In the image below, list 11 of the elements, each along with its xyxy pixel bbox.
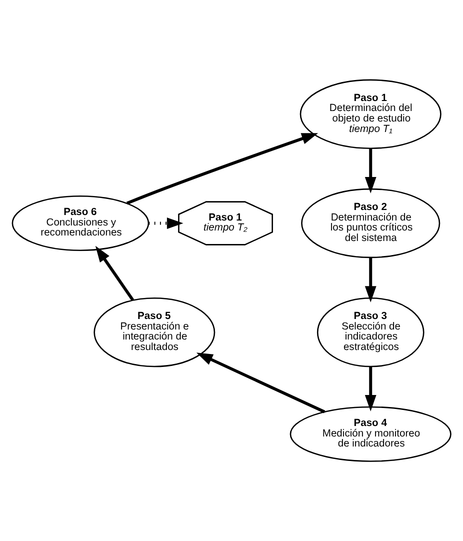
node-ellipse: Paso 2 Determinación de los puntos críticos del sistema <box>301 188 440 258</box>
arrow <box>148 218 184 229</box>
node-ellipse: Paso 6 Conclusiones y recomendaciones <box>12 195 150 252</box>
node-ellipse: Paso 4 Medición y monitoreo de indicadores <box>290 406 452 462</box>
arrow <box>196 352 326 414</box>
arrow <box>364 258 376 302</box>
arrow <box>95 246 134 301</box>
arrow <box>364 366 376 412</box>
node-ellipse: Paso 3 Selección de indicadores estratégicos <box>316 297 424 368</box>
arrow <box>126 133 318 205</box>
arrow <box>364 148 376 194</box>
